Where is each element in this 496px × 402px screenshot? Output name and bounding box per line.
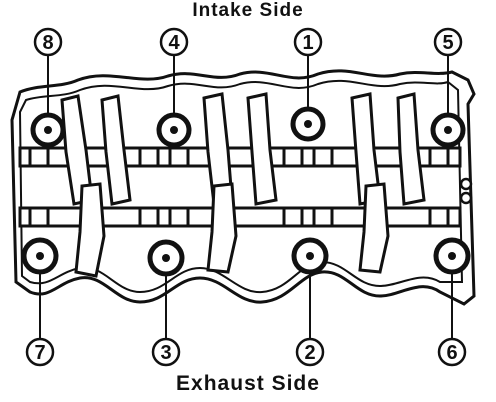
callout-3-label: 3 [160, 342, 171, 364]
exhaust-shaft-bolts [28, 206, 450, 228]
intake-rocker-shaft [18, 146, 462, 168]
head-outline [10, 69, 476, 306]
head-inner-outline [18, 79, 464, 294]
intake-shaft-bolts [28, 146, 450, 168]
callout-7: 7 [25, 337, 55, 367]
callout-7-label: 7 [34, 342, 45, 364]
callout-2-label: 2 [304, 342, 315, 364]
callout-3: 3 [151, 337, 181, 367]
rocker-arms-exhaust [74, 182, 390, 278]
head-bolt-centers [36, 120, 456, 262]
callout-2: 2 [295, 337, 325, 367]
callout-4-label: 4 [168, 32, 180, 54]
intake-side-label: Intake Side [192, 0, 304, 21]
callout-8-label: 8 [42, 32, 53, 54]
callout-4: 4 [159, 27, 189, 57]
callout-6: 6 [437, 337, 467, 367]
exhaust-side-label: Exhaust Side [176, 372, 320, 395]
callout-6-label: 6 [446, 342, 457, 364]
callout-5-label: 5 [442, 32, 453, 54]
callout-1: 1 [293, 27, 323, 57]
callout-8: 8 [33, 27, 63, 57]
callout-1-label: 1 [302, 32, 313, 54]
exhaust-rocker-shaft [18, 206, 462, 228]
right-end-fittings [459, 177, 473, 205]
intake-head-bolts [30, 106, 466, 148]
callout-5: 5 [433, 27, 463, 57]
callout-leaders [39, 56, 453, 338]
